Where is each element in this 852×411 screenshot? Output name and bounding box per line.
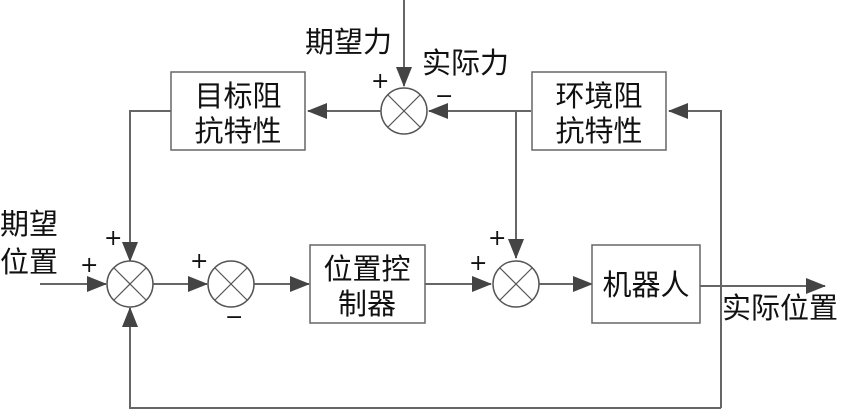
inner-sum-left-sign: + bbox=[190, 249, 208, 274]
inner-sum-bottom-sign: − bbox=[225, 305, 243, 330]
force-sum-right-sign: − bbox=[435, 84, 453, 109]
target-impedance-block: 目标阻 抗特性 bbox=[170, 71, 306, 151]
force-summing-junction bbox=[380, 87, 428, 135]
controller-label-2: 制器 bbox=[338, 287, 396, 321]
robot-block: 机器人 bbox=[591, 244, 701, 324]
actual-position-label: 实际位置 bbox=[722, 291, 838, 325]
env-impedance-label-2: 抗特性 bbox=[555, 114, 642, 148]
environment-impedance-block: 环境阻 抗特性 bbox=[531, 71, 667, 151]
robot-sum-top-sign: + bbox=[488, 226, 506, 251]
position-to-env-line bbox=[668, 103, 722, 408]
env-impedance-label-1: 环境阻 bbox=[555, 79, 642, 113]
robot-summing-junction bbox=[492, 260, 540, 308]
target-impedance-label-1: 目标阻 bbox=[194, 79, 281, 113]
desired-position-label-2: 位置 bbox=[0, 245, 58, 279]
force-sum-top-sign: + bbox=[371, 69, 389, 94]
robot-label: 机器人 bbox=[602, 268, 689, 302]
main-sum-left-sign: + bbox=[80, 253, 98, 278]
target-impedance-output-line bbox=[122, 110, 171, 262]
position-feedback-line bbox=[122, 307, 721, 409]
main-summing-junction bbox=[106, 260, 154, 308]
robot-sum-left-sign: + bbox=[469, 251, 487, 276]
inner-summing-junction bbox=[207, 260, 255, 308]
desired-position-label-1: 期望 bbox=[0, 207, 58, 241]
desired-force-label: 期望力 bbox=[305, 25, 392, 59]
target-impedance-label-2: 抗特性 bbox=[194, 114, 281, 148]
controller-label-1: 位置控 bbox=[323, 252, 410, 286]
actual-force-label: 实际力 bbox=[422, 46, 509, 80]
position-controller-block: 位置控 制器 bbox=[309, 244, 426, 324]
main-sum-top-sign: + bbox=[104, 226, 122, 251]
